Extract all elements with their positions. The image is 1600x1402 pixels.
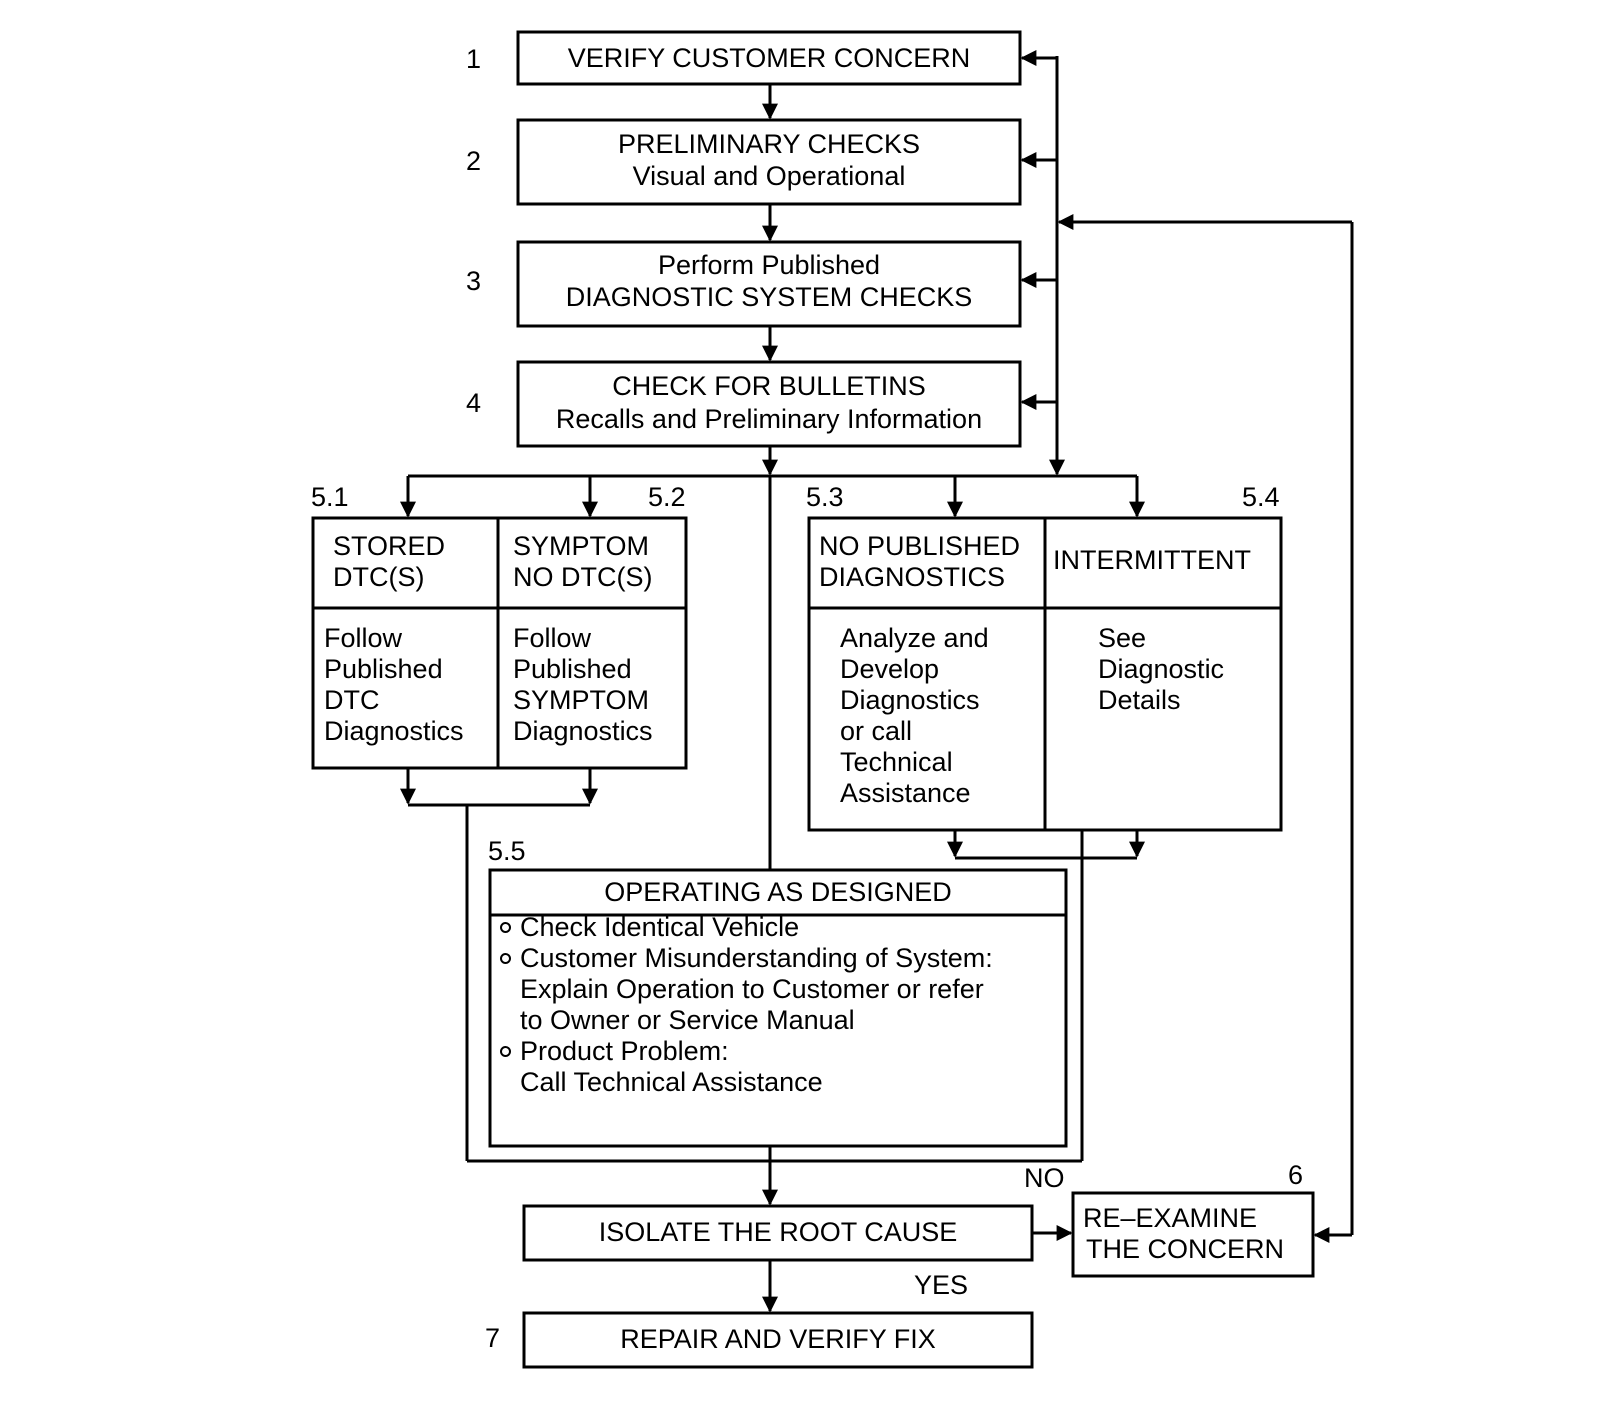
step-number-5-5: 5.5 xyxy=(488,836,526,866)
step-6-subtitle: THE CONCERN xyxy=(1086,1234,1285,1264)
step-7-label: REPAIR AND VERIFY FIX xyxy=(620,1324,936,1354)
bullet-item: Product Problem: Call Technical Assistan… xyxy=(500,1036,993,1098)
bullet-icon xyxy=(500,922,511,933)
step-number-5-3: 5.3 xyxy=(806,482,844,512)
step-number-2: 2 xyxy=(466,146,482,176)
step-5-5-bullet-list: Check Identical Vehicle Customer Misunde… xyxy=(500,912,993,1098)
step-number-1: 1 xyxy=(466,44,482,74)
step-5-3-body: Analyze and Develop Diagnostics or call … xyxy=(840,623,989,808)
step-5-5-header: OPERATING AS DESIGNED xyxy=(604,877,952,907)
step-number-5-2: 5.2 xyxy=(648,482,686,512)
step-2-title: PRELIMINARY CHECKS xyxy=(617,129,921,159)
step-5-3-header: NO PUBLISHED DIAGNOSTICS xyxy=(819,531,1021,592)
step-number-7: 7 xyxy=(485,1323,501,1353)
step-number-3: 3 xyxy=(466,266,482,296)
branch-no-label: NO xyxy=(1024,1163,1065,1193)
step-5-1-header: STORED DTC(S) xyxy=(333,531,446,592)
step-number-5-1: 5.1 xyxy=(311,482,349,512)
bullet-text: Product Problem: Call Technical Assistan… xyxy=(520,1036,823,1097)
step-5-4-header: INTERMITTENT xyxy=(1053,545,1251,575)
step-5-2-header: SYMPTOM NO DTC(S) xyxy=(513,531,653,592)
bullet-icon xyxy=(500,1046,511,1057)
step-4-title: CHECK FOR BULLETINS xyxy=(612,371,926,401)
isolate-root-cause-label: ISOLATE THE ROOT CAUSE xyxy=(598,1217,958,1247)
step-5-2-body: Follow Published SYMPTOM Diagnostics xyxy=(513,623,653,746)
branch-yes-label: YES xyxy=(914,1270,969,1300)
step-6-title: RE–EXAMINE xyxy=(1083,1203,1258,1233)
step-1-title: VERIFY CUSTOMER CONCERN xyxy=(567,43,971,73)
step-5-4-body: See Diagnostic Details xyxy=(1098,623,1225,715)
step-number-4: 4 xyxy=(466,388,482,418)
box-re-examine-concern xyxy=(1071,1191,1315,1278)
bullet-item: Customer Misunderstanding of System: Exp… xyxy=(500,943,993,1036)
bullet-item: Check Identical Vehicle xyxy=(500,912,993,943)
step-4-subtitle: Recalls and Preliminary Information xyxy=(555,404,983,434)
step-2-subtitle: Visual and Operational xyxy=(632,161,906,191)
step-3-title: Perform Published xyxy=(657,250,881,280)
step-number-5-4: 5.4 xyxy=(1242,482,1280,512)
step-3-subtitle: DIAGNOSTIC SYSTEM CHECKS xyxy=(565,282,973,312)
step-5-1-body: Follow Published DTC Diagnostics xyxy=(324,623,464,746)
bullet-icon xyxy=(500,953,511,964)
bullet-text: Customer Misunderstanding of System: Exp… xyxy=(520,943,993,1035)
bullet-text: Check Identical Vehicle xyxy=(520,912,800,942)
box-operating-as-designed xyxy=(488,868,1068,1148)
box-repair-and-verify xyxy=(522,1311,1034,1369)
step-number-6: 6 xyxy=(1288,1160,1304,1190)
